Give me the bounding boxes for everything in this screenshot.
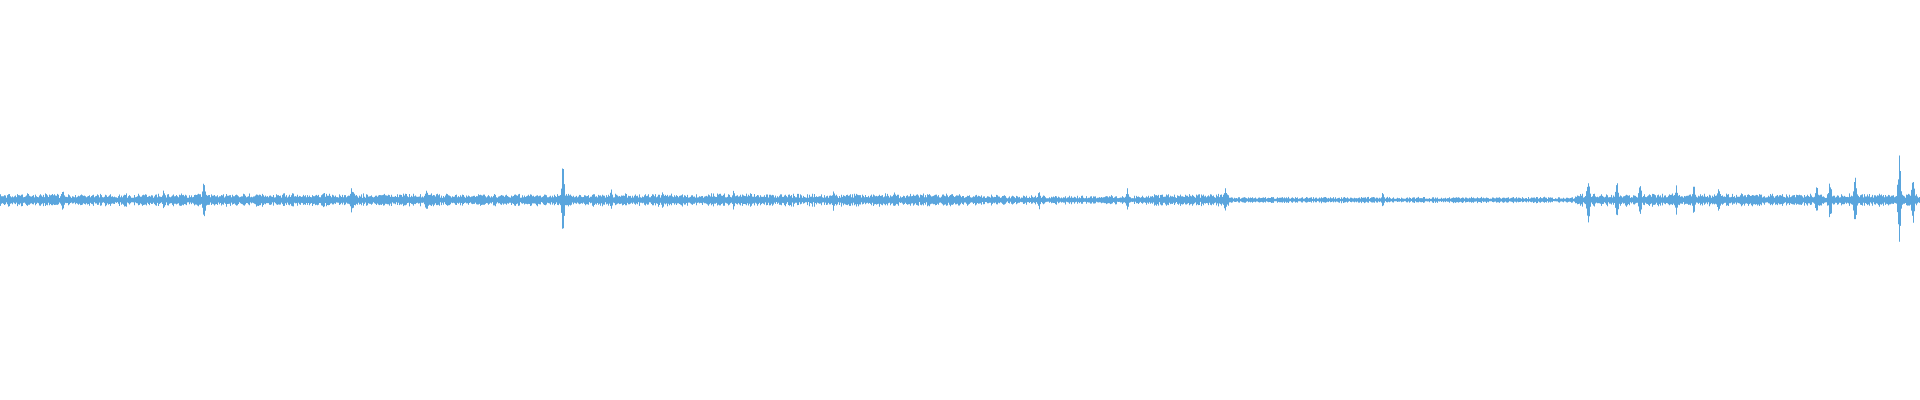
waveform-bars	[0, 155, 1920, 242]
waveform-samples	[0, 155, 1920, 242]
